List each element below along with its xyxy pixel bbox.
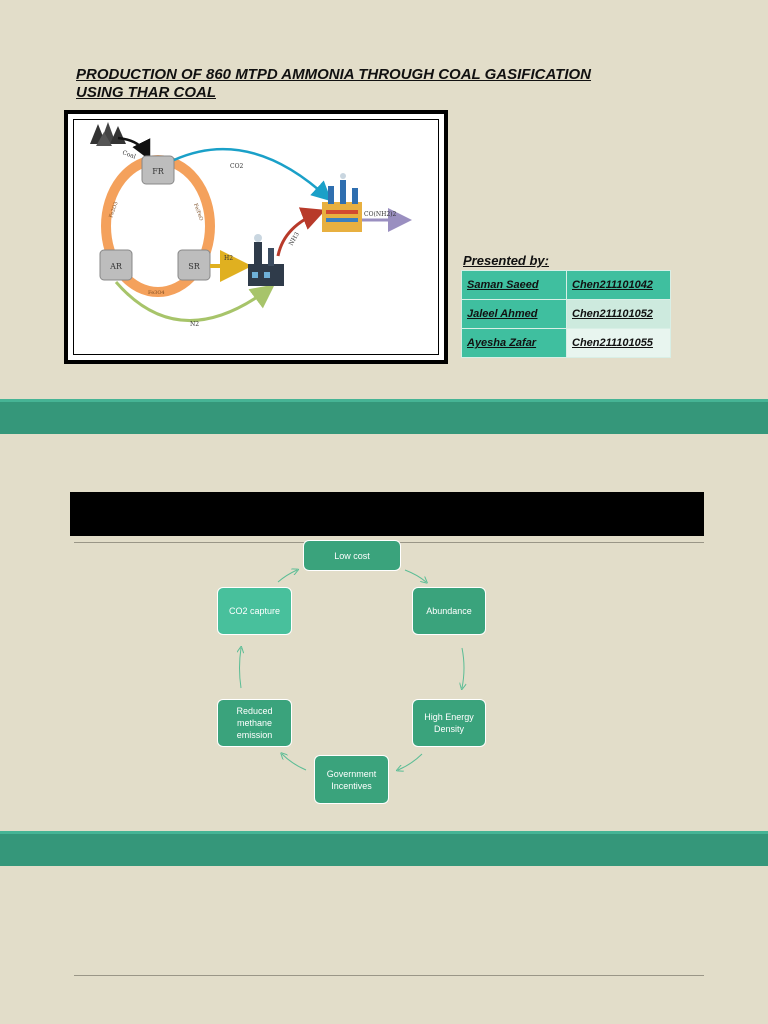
n2-label: N2 [190,321,199,328]
coal-label: Coal [121,149,136,160]
table-row: Jaleel Ahmed Chen211101052 [461,299,671,329]
member-name: Saman Saeed [461,270,567,300]
cycle-arrow [240,648,242,689]
fr-reactor [141,155,175,185]
presented-by-heading: Presented by: [463,253,549,268]
cycle-node-low-cost: Low cost [303,540,401,571]
title-line-1: PRODUCTION OF 860 MTPD AMMONIA THROUGH C… [76,66,592,83]
member-name: Jaleel Ahmed [461,299,567,329]
coal-arrow [117,136,151,161]
cycle-arrow [462,647,464,688]
divider-band-top [0,399,768,434]
cycle-arrow [282,754,307,771]
footer-rule [74,975,704,976]
table-row: Saman Saeed Chen211101042 [461,270,671,300]
urea-plant-icon [322,173,362,232]
cycle-node-abundance: Abundance [412,587,486,635]
title-line-2: USING THAR COAL [76,84,216,101]
cycle-node-high-energy-density: High Energy Density [412,699,486,747]
cycle-node-government-incentives: Government Incentives [314,755,389,804]
cycle-arrow [398,753,423,770]
member-id: Chen211101042 [566,270,671,300]
section-header-bar [70,492,704,536]
member-id: Chen211101052 [566,299,671,329]
h2-label: H2 [224,255,233,262]
fe3o4-label: Fe3O4 [148,290,165,296]
fe2o3-label-left: Fe2O3 [108,201,119,219]
team-table: Saman Saeed Chen211101042 Jaleel Ahmed C… [461,270,671,358]
process-diagram: Coal Fe2O3 Fe/FeO Fe3O4 FR AR SR CO2 H2 … [90,122,412,328]
member-name: Ayesha Zafar [461,328,567,358]
cycle-arrow [404,569,426,582]
nh3-arrow [276,207,326,257]
process-figure: Coal Fe2O3 Fe/FeO Fe3O4 FR AR SR CO2 H2 … [64,110,448,364]
sr-label: SR [188,262,200,271]
fe-label: Fe/FeO [192,203,204,222]
ar-label: AR [109,262,123,271]
cycle-node-reduced-methane-emission: Reduced methane emission [217,699,292,747]
urea-label: CO(NH2)2 [364,211,396,218]
ammonia-plant-icon [248,234,284,286]
cycle-node-co2-capture: CO2 capture [217,587,292,635]
co2-arrow [173,147,332,202]
page-title: PRODUCTION OF 860 MTPD AMMONIA THROUGH C… [76,66,676,102]
n2-arrow [114,281,275,322]
divider-band-bottom [0,831,768,866]
ar-reactor [99,249,133,281]
fr-label: FR [152,167,165,176]
process-figure-canvas: Coal Fe2O3 Fe/FeO Fe3O4 FR AR SR CO2 H2 … [68,114,444,360]
co2-label: CO2 [230,163,244,170]
table-row: Ayesha Zafar Chen211101055 [461,328,671,358]
cycle-arrow [277,570,297,583]
member-id: Chen211101055 [566,328,671,358]
